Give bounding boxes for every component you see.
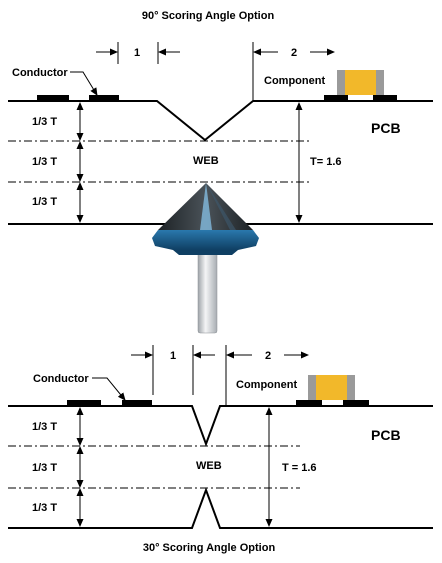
bottom-board-bottom-edge [8,487,433,529]
bottom-title: 30° Scoring Angle Option [143,542,276,554]
bottom-component-icon [296,375,369,406]
bottom-diagram: 1 2 Conductor Component 1/3 T 1/3 T [8,345,433,554]
bottom-conductor-pad-2 [122,400,152,406]
bottom-dim2-label: 2 [265,350,271,362]
top-dim1-label: 1 [134,47,140,59]
top-board-top-edge [8,100,433,142]
top-web-label: WEB [193,155,219,167]
top-dim2-label: 2 [291,47,297,59]
bottom-board-top-edge [8,405,433,447]
bottom-conductor-label: Conductor [33,373,89,385]
top-conductor-pad-1 [37,95,69,101]
bottom-conductor-pad-1 [67,400,101,406]
router-bit-icon [152,183,259,334]
bottom-web-label: WEB [196,460,222,472]
bottom-dim1-label: 1 [170,350,176,362]
top-third-label-3: 1/3 T [32,196,57,208]
top-diagram: 90° Scoring Angle Option 1 2 Conductor C… [8,10,433,334]
top-component-label: Component [264,75,325,87]
bottom-third-label-3: 1/3 T [32,502,57,514]
top-conductor-label: Conductor [12,67,68,79]
top-thickness-label: T= 1.6 [310,156,342,168]
top-third-label-2: 1/3 T [32,156,57,168]
bottom-third-label-1: 1/3 T [32,421,57,433]
bottom-conductor-leader [92,377,126,401]
top-conductor-pad-2 [89,95,119,101]
top-title: 90° Scoring Angle Option [142,10,275,22]
top-pcb-label: PCB [371,120,401,136]
top-conductor-leader [70,71,98,96]
bottom-thickness-label: T = 1.6 [282,462,317,474]
bottom-component-label: Component [236,379,297,391]
top-component-icon [324,70,397,101]
bottom-pcb-label: PCB [371,427,401,443]
top-third-label-1: 1/3 T [32,116,57,128]
bottom-third-label-2: 1/3 T [32,462,57,474]
